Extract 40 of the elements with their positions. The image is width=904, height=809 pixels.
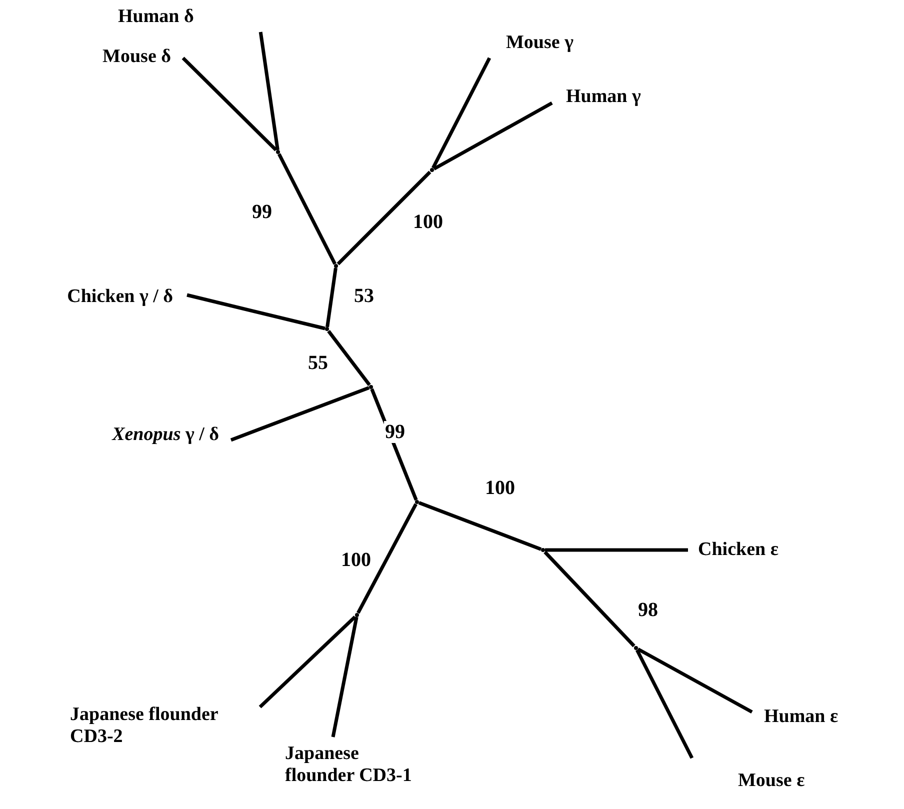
tree-branch bbox=[326, 268, 338, 328]
tree-branch bbox=[336, 170, 432, 266]
tree-branch bbox=[331, 616, 358, 738]
branch-point bbox=[634, 646, 638, 650]
taxon-label: Mouse γ bbox=[488, 30, 603, 58]
tree-branch bbox=[230, 386, 370, 442]
tree-branch bbox=[431, 57, 492, 169]
tree-branch bbox=[277, 153, 337, 265]
taxon-label: Human γ bbox=[552, 86, 682, 112]
branch-point bbox=[415, 500, 419, 504]
tree-branch bbox=[544, 550, 636, 648]
tree-branch bbox=[637, 648, 753, 714]
taxon-label: Japanese flounder CD3-2 bbox=[66, 700, 260, 754]
branch-point bbox=[334, 264, 338, 268]
branch-point bbox=[369, 385, 373, 389]
taxon-label: Xenopus γ / δ bbox=[38, 422, 231, 450]
taxon-label: Human δ bbox=[116, 6, 264, 32]
tree-branch bbox=[545, 548, 688, 552]
branch-point bbox=[325, 327, 329, 331]
taxon-label: Mouse ε bbox=[690, 758, 862, 802]
tree-branch bbox=[258, 32, 280, 150]
branch-point bbox=[541, 548, 545, 552]
tree-branch bbox=[258, 616, 356, 708]
branch-point bbox=[276, 150, 280, 154]
taxon-label: Japanese flounder CD3-1 bbox=[283, 737, 433, 793]
branch-point bbox=[355, 613, 359, 617]
taxon-label: Chicken ε bbox=[688, 537, 803, 565]
tree-branch bbox=[370, 388, 418, 501]
taxon-label: Chicken γ / δ bbox=[10, 284, 187, 312]
branch-point bbox=[430, 168, 434, 172]
taxon-label: Mouse δ bbox=[30, 44, 183, 72]
tree-branch bbox=[182, 56, 278, 152]
tree-branch bbox=[186, 293, 326, 330]
tree-branch bbox=[356, 503, 418, 614]
tree-branch bbox=[418, 501, 542, 551]
tree-branch bbox=[327, 330, 371, 386]
bootstrap-value: 99 bbox=[384, 421, 406, 443]
taxon-label: Human ε bbox=[752, 702, 864, 732]
tree-branch bbox=[433, 101, 553, 170]
tree-branch bbox=[635, 649, 694, 759]
